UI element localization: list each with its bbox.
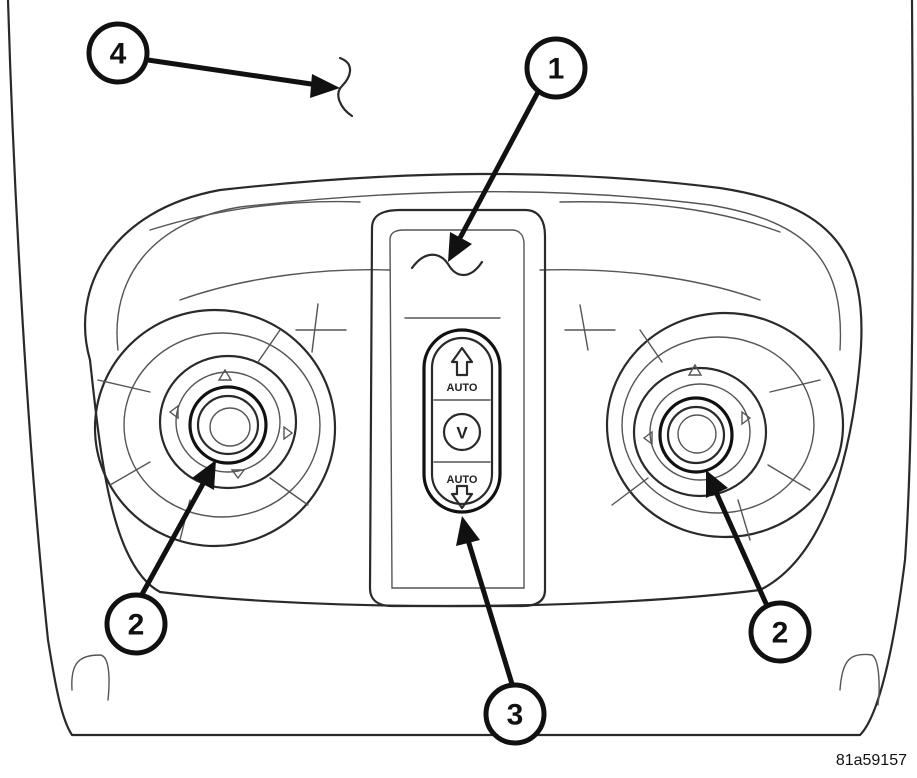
left-reading-lamp <box>93 308 337 548</box>
right-reading-lamp <box>605 311 845 541</box>
callout-2-left-label: 2 <box>128 609 145 642</box>
up-arrow-icon <box>450 346 474 377</box>
callout-4-label: 4 <box>110 38 127 71</box>
vent-label: V <box>456 424 468 443</box>
auto-down-label: AUTO <box>447 474 478 486</box>
sunroof-break-mark <box>410 253 484 277</box>
callout-4: 4 <box>86 21 150 85</box>
callout-3-label: 3 <box>507 699 524 732</box>
callout-2-left: 2 <box>104 592 168 656</box>
center-switch-module <box>368 208 547 608</box>
figure-id: 81a59157 <box>835 752 907 769</box>
sunroof-switch: AUTO V AUTO <box>422 328 502 514</box>
down-arrow-icon <box>450 484 474 510</box>
headliner-outline <box>6 0 914 737</box>
callout-2-right: 2 <box>748 600 812 664</box>
auto-up-label: AUTO <box>447 382 478 394</box>
callout-1-label: 1 <box>548 53 565 86</box>
callout-1: 1 <box>524 36 588 100</box>
callout-2-right-label: 2 <box>772 617 789 650</box>
leader-arrows <box>137 57 771 687</box>
headliner-break-mark <box>337 56 354 118</box>
callout-3: 3 <box>483 682 547 746</box>
vent-button <box>442 412 482 452</box>
